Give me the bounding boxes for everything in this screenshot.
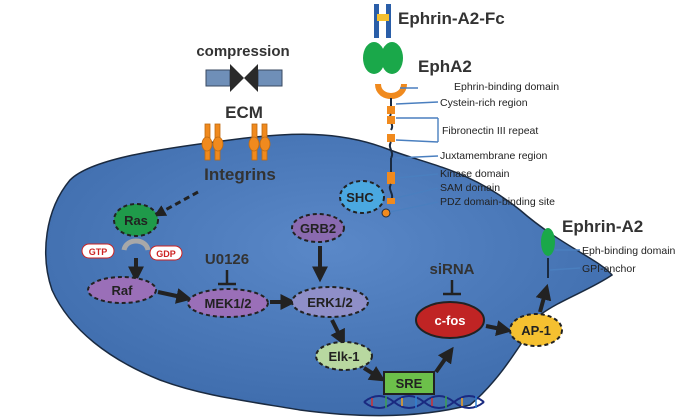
grb2-node: GRB2 bbox=[291, 213, 345, 243]
ephrin-a2-fc-construct bbox=[363, 4, 403, 74]
gtp-gdp-cycle-arc bbox=[121, 238, 151, 251]
svg-text:ERK1/2: ERK1/2 bbox=[307, 295, 353, 310]
sre-box: SRE bbox=[383, 371, 435, 395]
svg-text:Elk-1: Elk-1 bbox=[328, 349, 359, 364]
ecm-label: ECM bbox=[225, 103, 263, 122]
eph-binding-label: Eph-binding domain bbox=[582, 245, 676, 257]
elk-to-sre-arrow bbox=[362, 366, 386, 382]
mek-node: MEK1/2 bbox=[187, 288, 269, 318]
integrins-label: Integrins bbox=[204, 165, 276, 184]
u0126-label: U0126 bbox=[205, 251, 249, 268]
integrin-to-ras-arrow bbox=[153, 190, 199, 217]
cysteine-rich-label: Cystein-rich region bbox=[440, 97, 528, 109]
dna-helix bbox=[363, 395, 485, 409]
fibronectin-label: Fibronectin III repeat bbox=[442, 125, 538, 137]
juxtamembrane-label: Juxtamembrane region bbox=[440, 150, 548, 162]
sam-domain-label: SAM domain bbox=[440, 182, 500, 194]
ephrin-a2-ligand bbox=[541, 228, 555, 278]
svg-text:Ras: Ras bbox=[124, 213, 148, 228]
raf-node: Raf bbox=[87, 276, 157, 304]
integrin-receptors bbox=[201, 123, 271, 161]
gpi-leader bbox=[549, 267, 581, 271]
raf-to-mek-arrow bbox=[157, 288, 193, 304]
svg-text:MEK1/2: MEK1/2 bbox=[205, 296, 252, 311]
erk-node: ERK1/2 bbox=[291, 286, 369, 318]
gdp-badge: GDP bbox=[149, 245, 183, 261]
erk-to-elk-arrow bbox=[330, 319, 345, 346]
sre-to-cfos-arrow bbox=[434, 346, 454, 374]
svg-text:GTP: GTP bbox=[89, 247, 108, 257]
svg-text:SHC: SHC bbox=[346, 190, 374, 205]
ap1-to-ephrin-arrow bbox=[535, 283, 552, 313]
epha2-domain-leaders bbox=[389, 87, 439, 213]
sirna-inhibition-bar bbox=[443, 280, 461, 296]
svg-text:SRE: SRE bbox=[396, 376, 423, 391]
cfos-node: c-fos bbox=[415, 301, 485, 339]
shc-node: SHC bbox=[339, 180, 385, 214]
sirna-label: siRNA bbox=[429, 261, 474, 278]
pdz-site-label: PDZ domain-binding site bbox=[440, 196, 555, 208]
elk1-node: Elk-1 bbox=[315, 341, 373, 371]
epha2-label: EphA2 bbox=[418, 57, 472, 76]
ephrin-a2-fc-label: Ephrin-A2-Fc bbox=[398, 9, 505, 28]
kinase-domain-label: Kinase domain bbox=[440, 168, 510, 180]
cell-membrane bbox=[45, 133, 614, 417]
ephrin-binding-domain-label: Ephrin-binding domain bbox=[454, 81, 559, 93]
compression-label: compression bbox=[196, 43, 289, 60]
svg-text:c-fos: c-fos bbox=[434, 313, 465, 328]
gpi-anchor-label: GPI-anchor bbox=[582, 263, 636, 275]
ras-node: Ras bbox=[113, 203, 159, 237]
cfos-to-ap1-arrow bbox=[485, 320, 513, 336]
ap1-node: AP-1 bbox=[509, 313, 563, 347]
svg-text:GDP: GDP bbox=[156, 249, 176, 259]
svg-text:GRB2: GRB2 bbox=[300, 221, 336, 236]
compression-arrows bbox=[205, 64, 283, 92]
gtp-badge: GTP bbox=[81, 243, 115, 259]
ephrin-a2-label: Ephrin-A2 bbox=[562, 217, 643, 236]
svg-text:Raf: Raf bbox=[112, 283, 134, 298]
svg-text:AP-1: AP-1 bbox=[521, 323, 551, 338]
u0126-inhibition-bar bbox=[218, 270, 236, 286]
